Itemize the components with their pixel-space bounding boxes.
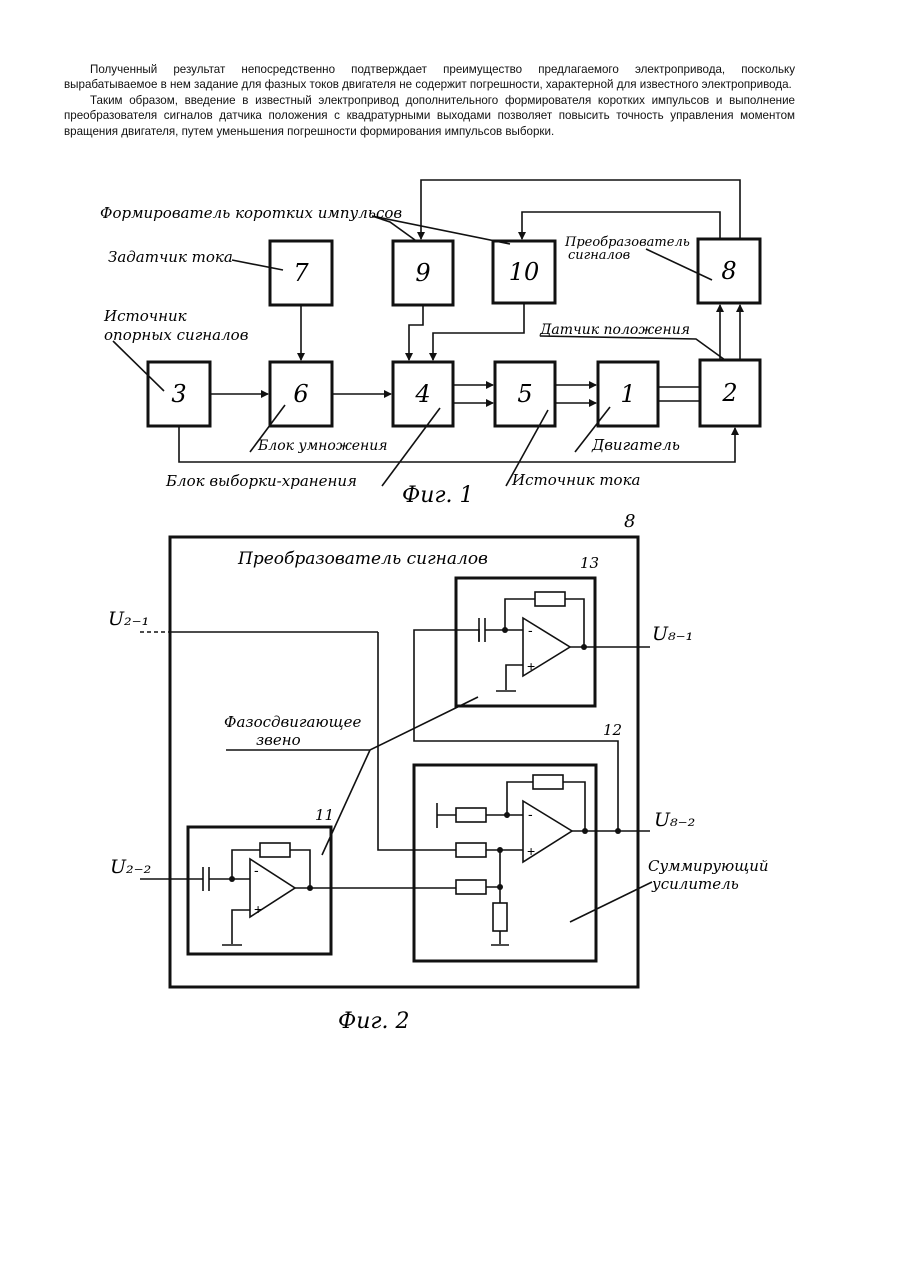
label-ref-source-2: опорных сигналов xyxy=(104,326,249,344)
fig2-caption: Фиг. 2 xyxy=(338,1009,410,1034)
label-summing-2: усилитель xyxy=(651,875,739,893)
opamp-13: - + xyxy=(479,592,650,691)
block-13 xyxy=(456,578,595,706)
opamp-12-plus: + xyxy=(527,843,535,859)
num-12: 12 xyxy=(603,721,622,739)
label-ref-source-1: Источник xyxy=(103,307,187,325)
block-7-number: 7 xyxy=(293,259,309,287)
block-2-number: 2 xyxy=(721,379,737,407)
opamp-11-plus: + xyxy=(254,901,262,917)
fig2-title: Преобразователь сигналов xyxy=(237,549,488,569)
label-phase-shift-2: звено xyxy=(256,731,301,749)
block-10-number: 10 xyxy=(509,258,540,286)
opamp-11-minus: - xyxy=(254,862,259,878)
figure-1: 3 6 4 5 1 2 7 9 10 8 xyxy=(100,180,760,508)
label-signal-converter-2: сигналов xyxy=(568,248,630,263)
opamp-13-minus: - xyxy=(528,622,533,638)
opamp-13-plus: + xyxy=(527,658,535,674)
block-6-number: 6 xyxy=(293,380,308,408)
output-u82: U₈₋₂ xyxy=(654,809,695,831)
block-5-number: 5 xyxy=(517,380,532,408)
num-11: 11 xyxy=(315,806,334,824)
label-summing-1: Суммирующий xyxy=(648,857,769,875)
label-current-setter: Задатчик тока xyxy=(108,248,233,266)
input-u22: U₂₋₂ xyxy=(110,856,151,878)
label-phase-shift-1: Фазосдвигающее xyxy=(224,713,362,731)
input-u21: U₂₋₁ xyxy=(108,608,149,630)
num-13: 13 xyxy=(580,554,599,572)
label-sample-hold: Блок выборки-хранения xyxy=(165,472,357,490)
label-multiplier: Блок умножения xyxy=(257,438,388,454)
label-short-pulse-former: Формирователь коротких импульсов xyxy=(100,204,402,222)
block-1-number: 1 xyxy=(620,380,635,408)
label-current-source: Источник тока xyxy=(511,471,641,489)
block-8-number: 8 xyxy=(721,257,736,285)
opamp-12-minus: - xyxy=(528,806,533,822)
label-motor: Двигатель xyxy=(591,436,680,454)
block-9-number: 9 xyxy=(415,259,430,287)
label-position-sensor: Датчик положения xyxy=(539,322,690,338)
block-3-number: 3 xyxy=(171,380,186,408)
output-u81: U₈₋₁ xyxy=(652,623,693,645)
fig2-outer-box xyxy=(170,537,638,987)
fig2-outer-number: 8 xyxy=(624,511,635,532)
figure-2: 8 Преобразователь сигналов 13 - + 12 xyxy=(108,511,769,1034)
block-4-number: 4 xyxy=(414,380,430,408)
fig1-caption: Фиг. 1 xyxy=(402,483,474,508)
